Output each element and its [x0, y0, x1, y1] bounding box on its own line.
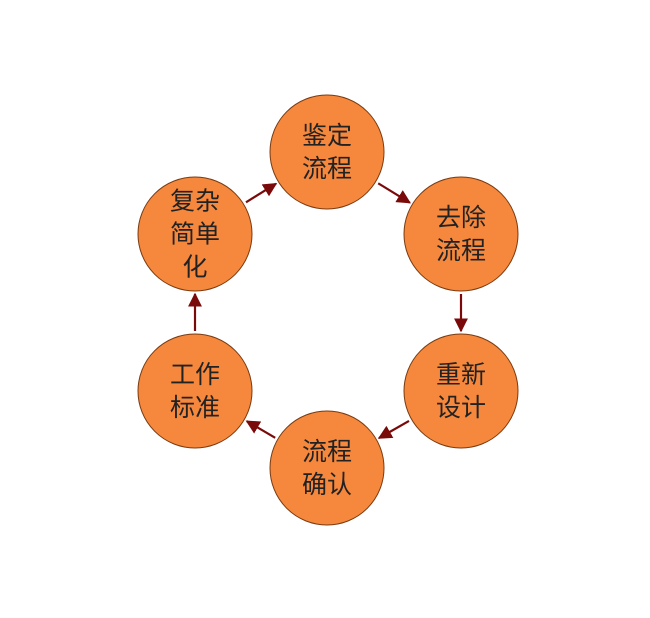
node-label-line: 化 [182, 253, 207, 282]
arrow-redesign-to-confirm [377, 419, 410, 440]
node-label-line: 标准 [170, 393, 220, 422]
arrow-confirm-to-standardize [245, 420, 276, 439]
node-label-line: 去除 [436, 203, 486, 232]
node-label-line: 流程 [302, 154, 352, 183]
node-label-line: 确认 [302, 470, 352, 499]
node-circle [269, 94, 385, 210]
node-label-line: 工作 [170, 360, 220, 389]
node-circle [269, 410, 385, 526]
node-label-line: 流程 [436, 236, 486, 265]
node-circle [403, 333, 519, 449]
node-label-line: 流程 [302, 437, 352, 466]
edges-layer [188, 182, 468, 440]
node-circle [137, 333, 253, 449]
node-label-line: 重新 [436, 360, 486, 389]
node-label-line: 复杂 [170, 187, 220, 216]
node-label-line: 设计 [436, 393, 486, 422]
node-label-line: 鉴定 [302, 121, 352, 150]
arrow-identify-to-remove [377, 182, 411, 204]
node-circle [137, 176, 253, 292]
node-label-line: 简单 [170, 220, 220, 249]
arrow-simplify-to-identify [245, 182, 278, 204]
node-circle [403, 176, 519, 292]
